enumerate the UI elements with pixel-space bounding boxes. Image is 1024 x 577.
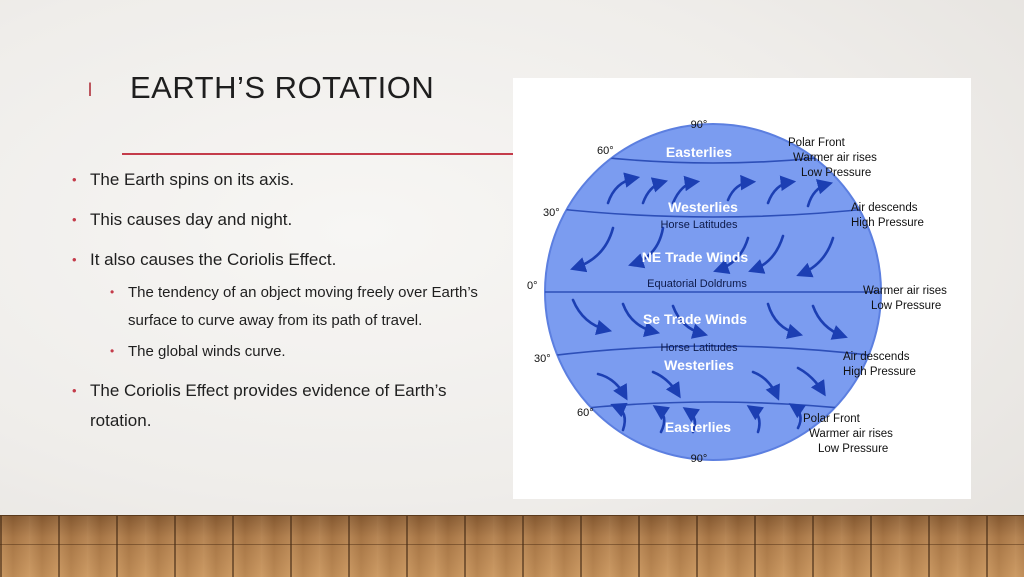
- bullet-text: The Earth spins on its axis.: [90, 170, 295, 189]
- zone-label-se-trade: Se Trade Winds: [643, 311, 747, 327]
- wind-arrow: [713, 236, 750, 274]
- note-warmer-air-north: Warmer air rises: [793, 152, 877, 164]
- zone-label-south-easterlies: Easterlies: [665, 419, 731, 435]
- wind-arrow: [671, 175, 701, 205]
- wind-arrow: [596, 372, 628, 401]
- zone-label-ne-trade: NE Trade Winds: [642, 249, 749, 265]
- note-low-pressure-south: Low Pressure: [818, 443, 888, 455]
- lat-label-30n: 30°: [543, 207, 560, 219]
- wind-arrow: [628, 226, 665, 269]
- zone-label-north-horse: Horse Latitudes: [660, 219, 738, 231]
- note-high-pressure-north: High Pressure: [851, 217, 924, 229]
- wind-arrow: [621, 302, 661, 338]
- title-underline: [122, 153, 514, 155]
- wind-arrows: [570, 172, 848, 434]
- zone-label-north-westerlies: Westerlies: [668, 199, 738, 215]
- wind-arrow: [606, 172, 641, 205]
- wind-arrow: [766, 175, 797, 205]
- wind-arrow: [651, 370, 681, 399]
- bullet-text: The Coriolis Effect provides evidence of…: [90, 380, 447, 430]
- side-notes: Polar Front Warmer air rises Low Pressur…: [788, 137, 947, 455]
- wind-arrow: [726, 174, 757, 202]
- sub-bullet-text: The global winds curve.: [128, 343, 286, 360]
- bullet-item: The Earth spins on its axis.: [70, 165, 500, 195]
- lat-label-90s: 90°: [691, 453, 708, 465]
- zone-label-south-westerlies: Westerlies: [664, 357, 734, 373]
- note-polar-front-south: Polar Front: [803, 413, 861, 425]
- wind-arrow: [671, 304, 709, 339]
- global-winds-svg: Easterlies Westerlies Horse Latitudes NE…: [527, 119, 947, 465]
- bullet-item: This causes day and night.: [70, 205, 500, 235]
- latitude-line-30n: [545, 205, 881, 218]
- note-low-pressure-north: Low Pressure: [801, 167, 871, 179]
- lat-label-30s: 30°: [534, 353, 551, 365]
- lat-label-60n: 60°: [597, 145, 614, 157]
- wind-arrow: [811, 304, 848, 340]
- wood-floor: [0, 515, 1024, 577]
- slide-title: EARTH’S ROTATION: [130, 70, 435, 105]
- wind-arrow: [766, 302, 804, 339]
- note-low-pressure-equator: Low Pressure: [871, 300, 941, 312]
- zone-label-north-easterlies: Easterlies: [666, 144, 732, 160]
- wind-arrow: [571, 298, 613, 336]
- zone-labels: Easterlies Westerlies Horse Latitudes NE…: [642, 144, 749, 435]
- wind-arrow: [796, 236, 835, 278]
- latitude-labels: 90° 60° 30° 0° 30° 60° 90°: [527, 119, 707, 465]
- wind-arrow: [806, 179, 834, 208]
- sub-bullet-item: The tendency of an object moving freely …: [110, 279, 500, 334]
- note-warmer-air-equator: Warmer air rises: [863, 285, 947, 297]
- zone-label-south-horse: Horse Latitudes: [660, 342, 738, 354]
- bullet-item: The Coriolis Effect provides evidence of…: [70, 376, 500, 436]
- lat-label-0: 0°: [527, 280, 538, 292]
- wind-arrow: [610, 402, 628, 432]
- slide-number: l: [88, 80, 92, 100]
- latitude-line-30s: [545, 345, 881, 359]
- global-winds-diagram: Easterlies Westerlies Horse Latitudes NE…: [513, 78, 971, 499]
- bullet-item: It also causes the Coriolis Effect. The …: [70, 245, 500, 366]
- bullet-text: It also causes the Coriolis Effect.: [90, 250, 337, 269]
- note-air-descends-south: Air descends: [843, 351, 910, 363]
- lat-label-60s: 60°: [577, 407, 594, 419]
- wind-arrow: [788, 403, 806, 430]
- sub-bullet-list: The tendency of an object moving freely …: [90, 279, 500, 366]
- zone-label-doldrums: Equatorial Doldrums: [647, 278, 747, 290]
- wind-arrow: [751, 370, 780, 401]
- wind-arrow: [748, 234, 785, 274]
- lat-label-90n: 90°: [691, 119, 708, 131]
- wind-arrow: [682, 407, 700, 434]
- wind-arrow: [641, 177, 668, 205]
- note-air-descends-north: Air descends: [851, 202, 918, 214]
- sub-bullet-text: The tendency of an object moving freely …: [128, 284, 478, 329]
- note-warmer-air-south: Warmer air rises: [809, 428, 893, 440]
- bullet-list: The Earth spins on its axis. This causes…: [70, 165, 500, 446]
- sub-bullet-item: The global winds curve.: [110, 338, 500, 366]
- wind-arrow: [746, 405, 764, 434]
- wind-arrow: [796, 366, 826, 397]
- wind-arrow: [570, 226, 615, 273]
- wind-arrow: [652, 405, 670, 434]
- note-high-pressure-south: High Pressure: [843, 366, 916, 378]
- note-polar-front-north: Polar Front: [788, 137, 846, 149]
- bullet-text: This causes day and night.: [90, 210, 293, 229]
